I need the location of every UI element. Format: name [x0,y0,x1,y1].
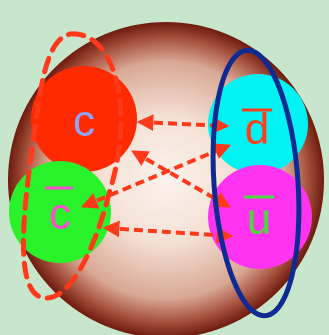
link-cbar-dbar-arrow [80,143,232,209]
ubar-quark-label: u [247,195,271,244]
ubar-quark-circle [208,165,312,269]
c-quark-label: c [73,97,95,146]
dbar-quark-label: d [245,105,269,154]
right-grouping-solid-outline [210,47,302,319]
link-cbar-ubar-arrow [102,220,234,244]
left-grouping-dashed-outline [20,31,124,301]
cbar-quark-label: c [49,190,71,239]
link-c-dbar-arrow [136,114,230,134]
